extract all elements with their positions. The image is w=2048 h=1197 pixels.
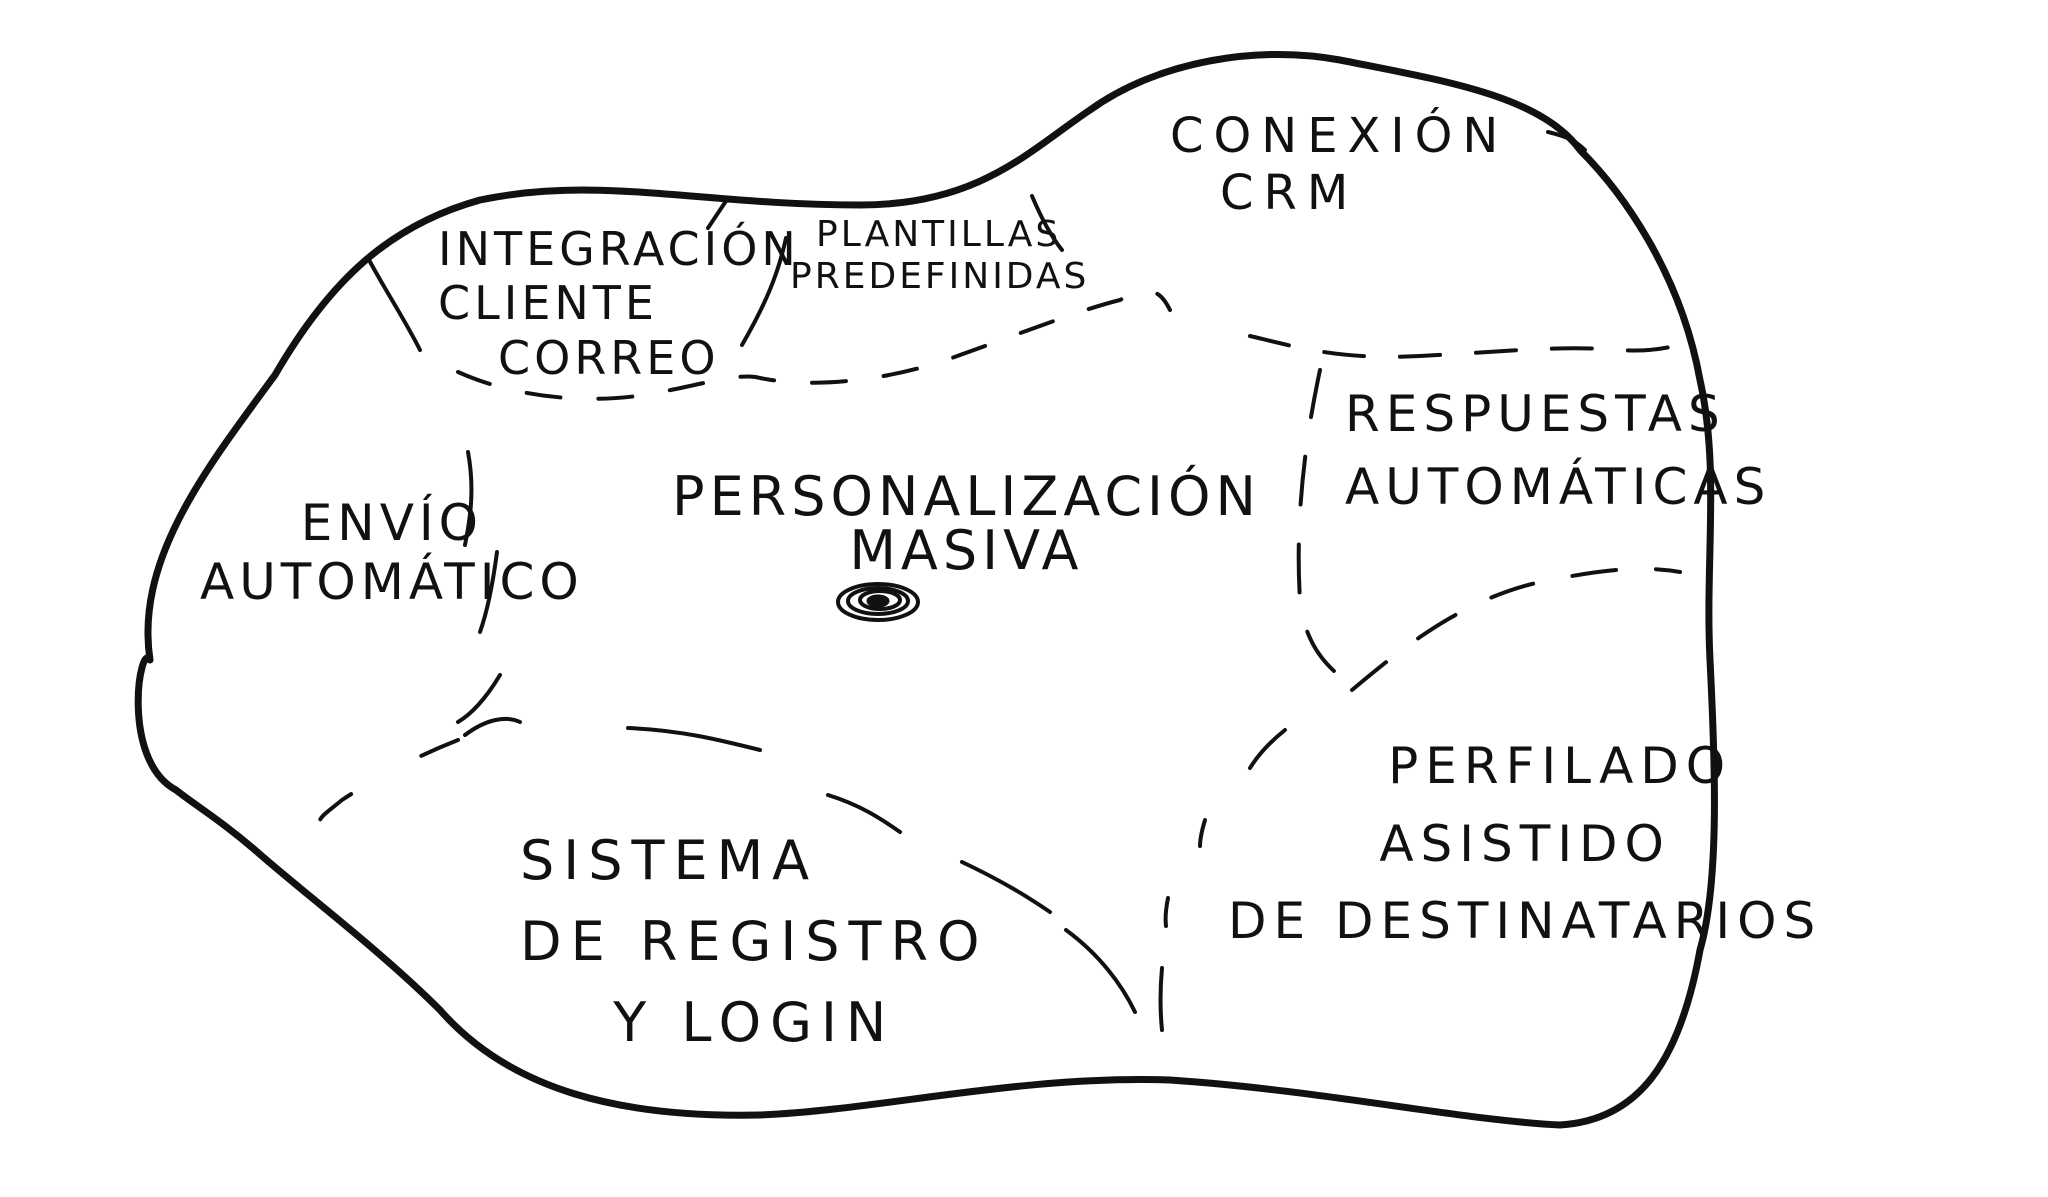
- region-personalizacion-masiva: PERSONALIZACIÓN MASIVA: [672, 470, 1261, 578]
- region-plantillas-line-1: PLANTILLAS: [816, 214, 1062, 255]
- region-personalizacion-line-2: MASIVA: [849, 519, 1084, 582]
- region-sistema-line-2: DE REGISTRO: [520, 910, 989, 973]
- region-crm-line-1: CONEXIÓN: [1170, 108, 1509, 164]
- divider-respuestas-perfilado: [1350, 566, 1682, 692]
- personalizacion-center-marker: [836, 582, 920, 622]
- divider-envio-right: [463, 450, 499, 634]
- region-perfilado-line-2: ASISTIDO: [1379, 814, 1671, 873]
- divider-sistema-top: [318, 738, 460, 822]
- divider-crm-tick: [1546, 130, 1587, 152]
- divider-integ-notch: [706, 196, 730, 230]
- divider-crm-respuestas: [1248, 334, 1682, 359]
- region-plantillas-line-2: PREDEFINIDAS: [790, 256, 1090, 298]
- divider-perfilado-left: [1163, 728, 1287, 928]
- region-integracion-line-1: INTEGRACIÓN: [438, 222, 800, 276]
- outer-boundary: [134, 50, 1718, 1129]
- region-conexion-crm: CONEXIÓN CRM: [1170, 108, 1508, 221]
- region-sistema-line-3: Y LOGIN: [613, 991, 896, 1054]
- region-personalizacion-line-1: PERSONALIZACIÓN: [672, 465, 1261, 528]
- region-integracion-cliente-correo: INTEGRACIÓN CLIENTE CORREO: [438, 222, 800, 385]
- region-envio-automatico: ENVÍO AUTOMÁTICO: [200, 494, 584, 612]
- region-perfilado-line-1: PERFILADO: [1388, 737, 1733, 795]
- region-envio-line-1: ENVÍO: [300, 494, 484, 552]
- region-sistema-registro-login: SISTEMA DE REGISTRO Y LOGIN: [520, 820, 989, 1063]
- region-envio-line-2: AUTOMÁTICO: [200, 553, 584, 611]
- divider-plant-right: [1030, 194, 1064, 252]
- divider-top-left-tick: [366, 256, 422, 352]
- region-plantillas-predefinidas: PLANTILLAS PREDEFINIDAS: [790, 214, 1089, 299]
- region-respuestas-line-2: AUTOMÁTICAS: [1345, 457, 1772, 516]
- region-respuestas-automaticas: RESPUESTAS AUTOMÁTICAS: [1345, 378, 1771, 523]
- divider-envio-bottom: [456, 673, 522, 737]
- region-integracion-line-2: CLIENTE: [438, 276, 658, 331]
- divider-top-band: [456, 289, 1172, 401]
- divider-sistema-arc: [626, 726, 1052, 914]
- region-perfilado-asistido: PERFILADO ASISTIDO DE DESTINATARIOS: [1228, 728, 1822, 961]
- region-sistema-line-1: SISTEMA: [520, 829, 819, 892]
- divider-sistema-right: [1064, 928, 1164, 1032]
- region-crm-line-2: CRM: [1220, 164, 1359, 221]
- region-integracion-line-3: CORREO: [498, 330, 720, 385]
- region-perfilado-line-3: DE DESTINATARIOS: [1228, 892, 1823, 950]
- region-respuestas-line-1: RESPUESTAS: [1345, 385, 1726, 443]
- divider-integ-plant: [740, 236, 788, 347]
- divider-respuestas-left: [1296, 368, 1344, 680]
